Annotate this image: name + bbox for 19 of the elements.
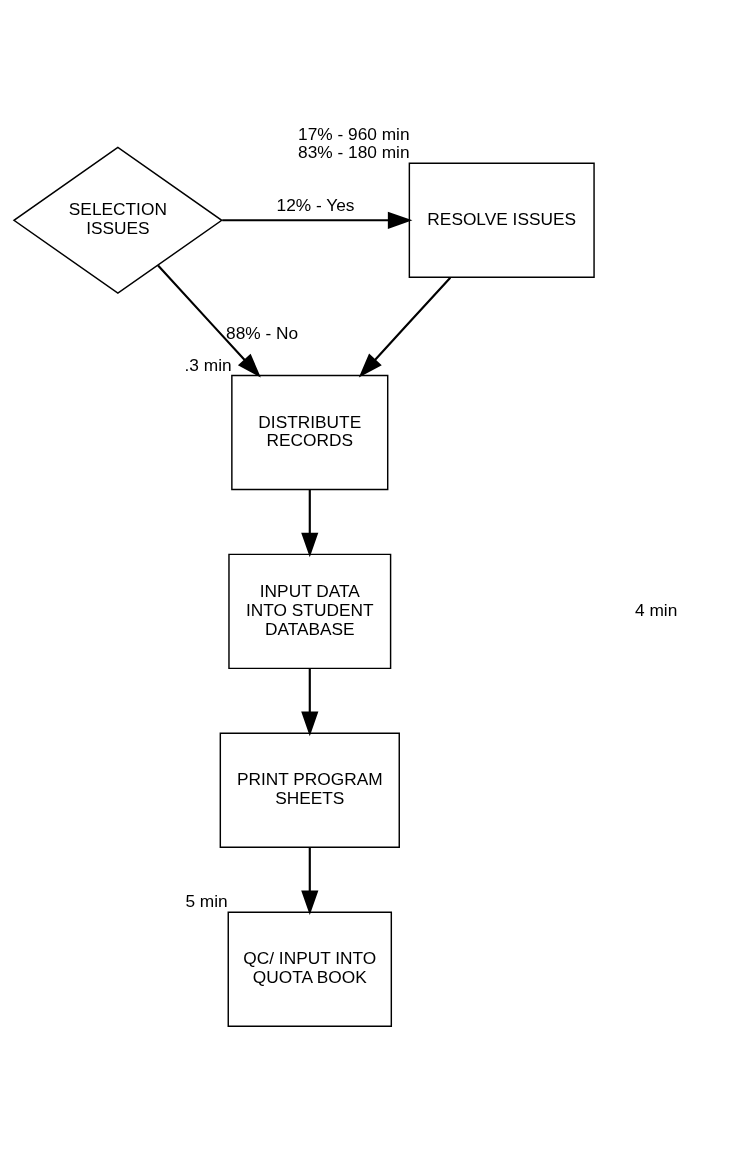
node-box: QC/ INPUT INTO QUOTA BOOK <box>227 911 393 1027</box>
node-label: 83% - 180 min <box>298 141 410 162</box>
arrow <box>301 668 319 736</box>
node-label: 5 min <box>185 890 228 911</box>
edge-label: 12% - Yes <box>276 194 355 215</box>
edge-label: 88% - No <box>226 322 299 343</box>
arrow <box>222 211 413 229</box>
node-box: DISTRIBUTE RECORDS <box>231 374 389 490</box>
node-diamond: SELECTION ISSUES <box>12 146 223 294</box>
arrow <box>301 846 319 915</box>
node-box: INPUT DATA INTO STUDENT DATABASE <box>228 553 392 669</box>
arrow <box>358 276 452 378</box>
node-label: .3 min <box>184 354 232 375</box>
node-label: 17% - 960 min <box>298 123 410 144</box>
node-box: RESOLVE ISSUES <box>408 162 595 278</box>
arrow <box>157 264 261 378</box>
label: 4 min <box>634 599 678 620</box>
node-box: PRINT PROGRAM SHEETS <box>219 732 400 848</box>
arrow <box>301 489 319 557</box>
